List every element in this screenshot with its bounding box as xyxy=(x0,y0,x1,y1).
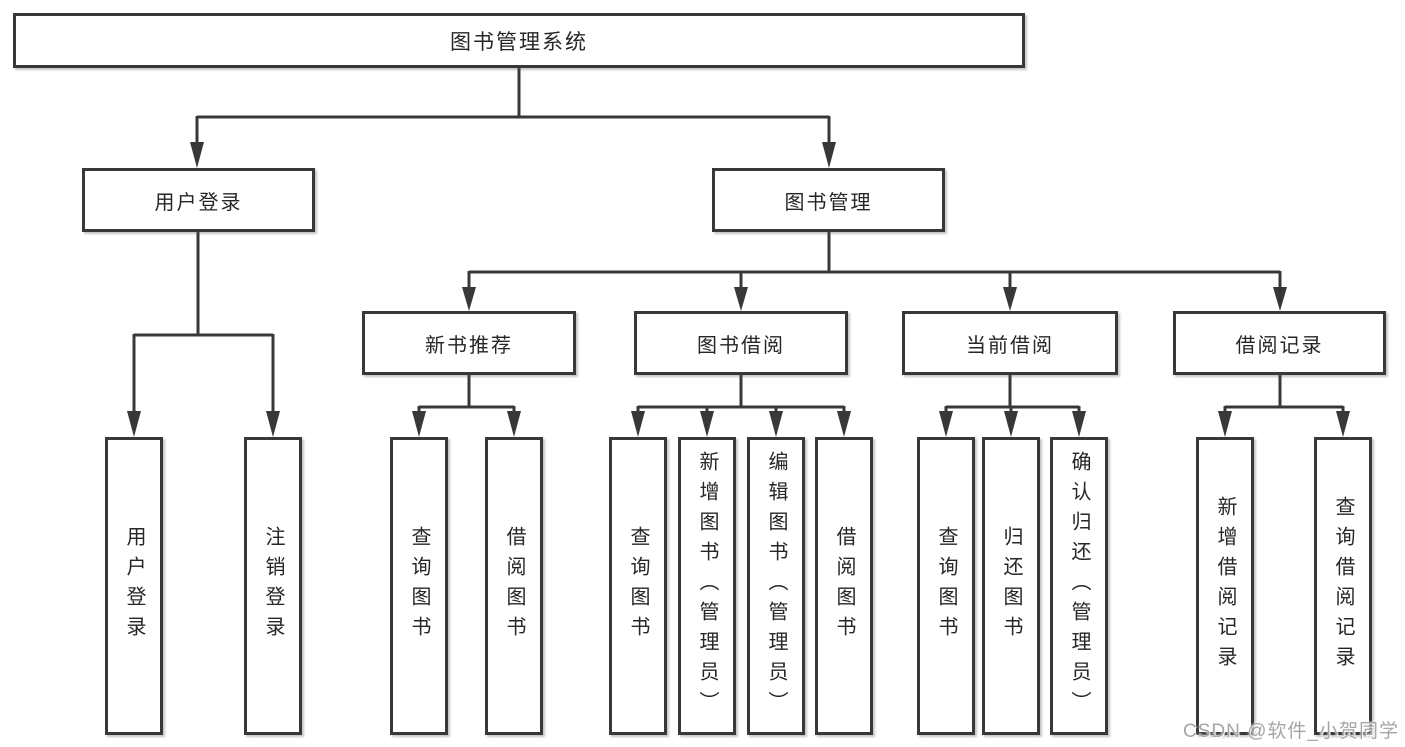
leaf-query-book-borrow: 查询图书 xyxy=(609,437,667,735)
arrowheads xyxy=(127,142,1350,437)
leaf-edit-book-admin: 编辑图书（管理员） xyxy=(747,437,805,735)
leaf-add-borrow-record-label: 新增借阅记录 xyxy=(1214,496,1236,676)
node-book-management-label: 图书管理 xyxy=(784,191,873,214)
node-current-borrow: 当前借阅 xyxy=(902,311,1118,375)
leaf-add-book-admin: 新增图书（管理员） xyxy=(678,437,736,735)
node-book-borrow-label: 图书借阅 xyxy=(697,334,785,357)
node-user-login: 用户登录 xyxy=(82,168,315,232)
leaf-user-login-label: 用户登录 xyxy=(123,526,145,646)
node-new-book-recommend: 新书推荐 xyxy=(362,311,576,375)
node-borrow-record-label: 借阅记录 xyxy=(1235,334,1324,357)
node-book-borrow: 图书借阅 xyxy=(634,311,848,375)
csdn-watermark: CSDN @软件_小贺同学 xyxy=(1183,721,1399,742)
leaf-query-book-borrow-label: 查询图书 xyxy=(627,526,649,646)
leaf-query-book-current: 查询图书 xyxy=(917,437,975,735)
leaf-user-login: 用户登录 xyxy=(105,437,163,735)
leaf-query-book-recommend-label: 查询图书 xyxy=(408,526,430,646)
leaf-return-book: 归还图书 xyxy=(982,437,1040,735)
leaf-borrow-book: 借阅图书 xyxy=(815,437,873,735)
leaf-add-borrow-record: 新增借阅记录 xyxy=(1196,437,1254,735)
leaf-query-borrow-record: 查询借阅记录 xyxy=(1314,437,1372,735)
leaf-logout-label: 注销登录 xyxy=(262,526,284,646)
leaf-borrow-book-label: 借阅图书 xyxy=(833,526,855,646)
leaf-edit-book-admin-label: 编辑图书（管理员） xyxy=(765,451,787,721)
leaf-query-book-recommend: 查询图书 xyxy=(390,437,448,735)
leaf-add-book-admin-label: 新增图书（管理员） xyxy=(696,451,718,721)
leaf-confirm-return-admin: 确认归还（管理员） xyxy=(1050,437,1108,735)
node-current-borrow-label: 当前借阅 xyxy=(966,334,1054,357)
leaf-query-borrow-record-label: 查询借阅记录 xyxy=(1332,496,1354,676)
node-user-login-label: 用户登录 xyxy=(154,191,243,214)
node-root: 图书管理系统 xyxy=(13,13,1025,68)
node-borrow-record: 借阅记录 xyxy=(1173,311,1386,375)
leaf-borrow-book-recommend: 借阅图书 xyxy=(485,437,543,735)
node-new-book-recommend-label: 新书推荐 xyxy=(425,334,513,357)
leaf-borrow-book-recommend-label: 借阅图书 xyxy=(503,526,525,646)
leaf-logout: 注销登录 xyxy=(244,437,302,735)
leaf-return-book-label: 归还图书 xyxy=(1000,526,1022,646)
leaf-confirm-return-admin-label: 确认归还（管理员） xyxy=(1068,451,1090,721)
node-root-label: 图书管理系统 xyxy=(450,30,588,54)
leaf-query-book-current-label: 查询图书 xyxy=(935,526,957,646)
node-book-management: 图书管理 xyxy=(712,168,945,232)
